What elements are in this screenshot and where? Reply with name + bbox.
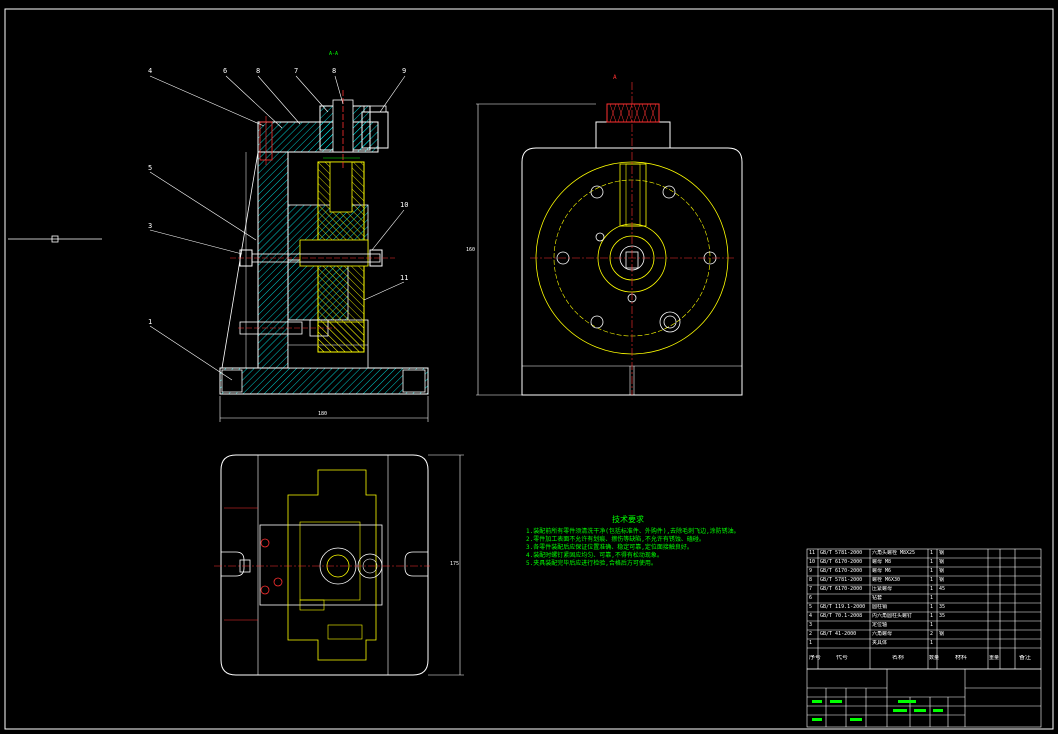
- callout-9: 9: [402, 67, 407, 75]
- front-section-view: [219, 90, 429, 422]
- dimension-front-width: 180: [318, 411, 328, 417]
- top-view: [214, 454, 464, 676]
- bom-name: 夹具体: [872, 640, 888, 646]
- bom-no: 1: [809, 640, 813, 646]
- callout-8a: 8: [256, 67, 261, 75]
- callout-leaders: [149, 75, 406, 381]
- bom-name: 六角头螺栓 M8X25: [872, 550, 916, 556]
- stray-marker: [8, 235, 102, 243]
- section-label-side: A: [613, 74, 617, 81]
- callout-4: 4: [148, 67, 153, 75]
- tech-line: 2.零件加工表面不允许有划痕、擦伤等缺陷,不允许有锈蚀、磕碰。: [526, 536, 705, 543]
- bom-qty: 2: [930, 631, 934, 637]
- bom-no: 4: [809, 613, 813, 619]
- tech-line: 4.装配时螺钉紧固应均匀、可靠,不得有松动现象。: [526, 552, 663, 559]
- bom-material: 35: [939, 613, 946, 619]
- bom-no: 10: [809, 559, 816, 565]
- bom-qty: 1: [930, 595, 934, 601]
- bom-no: 5: [809, 604, 813, 610]
- bom-code: GB/T 41-2000: [820, 631, 857, 637]
- tech-requirements-title: 技术要求: [612, 515, 644, 524]
- bom-material: 钢: [939, 577, 945, 583]
- bom-material: 钢: [939, 550, 945, 556]
- callout-5: 5: [148, 164, 153, 172]
- bom-qty: 1: [930, 550, 934, 556]
- section-label-front: A-A: [329, 51, 339, 57]
- side-view: [476, 82, 743, 396]
- bom-header-code: 代号: [836, 655, 849, 661]
- bom-no: 7: [809, 586, 813, 592]
- bom-code: GB/T 5781-2000: [820, 550, 863, 556]
- bom-code: GB/T 5781-2000: [820, 577, 863, 583]
- bom-qty: 1: [930, 622, 934, 628]
- bom-name: 内六角圆柱头螺钉: [872, 613, 913, 619]
- bom-code: GB/T 6170-2000: [820, 586, 863, 592]
- bom-qty: 1: [930, 559, 934, 565]
- bom-green-fills: [812, 700, 943, 721]
- tech-line: 3.各零件装配后应保证位置准确、稳定可靠,定位面接触良好。: [526, 544, 693, 551]
- bom-material: 45: [939, 586, 946, 592]
- bom-title-block-grid: [806, 548, 1042, 728]
- callout-10: 10: [400, 201, 409, 209]
- bom-header-material: 材料: [955, 655, 968, 661]
- bom-code: GB/T 70.1-2008: [820, 613, 863, 619]
- bom-no: 6: [809, 595, 813, 601]
- bom-no: 3: [809, 622, 813, 628]
- bom-qty: 1: [930, 640, 934, 646]
- callout-6: 6: [223, 67, 228, 75]
- bom-name: 六角螺母: [872, 631, 893, 637]
- bom-qty: 1: [930, 604, 934, 610]
- bom-material: 35: [939, 604, 946, 610]
- tech-line: 5.夹具装配完毕后应进行检验,合格后方可使用。: [526, 560, 657, 567]
- dimension-side-height: 160: [466, 247, 476, 253]
- bom-material: 钢: [939, 568, 945, 574]
- bom-header-no: 序号: [809, 655, 822, 661]
- bom-header-remark: 备注: [1019, 655, 1032, 661]
- bom-no: 9: [809, 568, 813, 574]
- bom-name: 钻套: [872, 595, 883, 601]
- callout-11: 11: [400, 274, 409, 282]
- bom-name: 螺母 M8: [872, 559, 892, 565]
- dimension-top-height: 175: [450, 561, 460, 567]
- bom-qty: 1: [930, 613, 934, 619]
- bom-qty: 1: [930, 586, 934, 592]
- callout-8b: 8: [332, 67, 337, 75]
- bom-no: 2: [809, 631, 813, 637]
- bom-qty: 1: [930, 568, 934, 574]
- bom-header-weight: 重量: [989, 655, 1000, 661]
- bom-name: 螺栓 M6X30: [872, 577, 901, 583]
- bom-no: 8: [809, 577, 813, 583]
- callout-3: 3: [148, 222, 153, 230]
- bom-header-qty: 数量: [929, 655, 940, 661]
- bom-header-name: 名称: [892, 655, 905, 661]
- bom-code: GB/T 119.1-2000: [820, 604, 866, 610]
- bom-name: 圆柱销: [872, 604, 888, 610]
- bom-name: 压紧螺母: [872, 586, 893, 592]
- bom-material: 钢: [939, 631, 945, 637]
- callout-1: 1: [148, 318, 153, 326]
- bom-name: 螺母 M6: [872, 568, 892, 574]
- bom-qty: 1: [930, 577, 934, 583]
- callout-7: 7: [294, 67, 299, 75]
- tech-line: 1.装配前所有零件须清洗干净(包括标准件、外购件),去除毛刺飞边,涂防锈油。: [526, 528, 740, 535]
- bom-material: 钢: [939, 559, 945, 565]
- bom-code: GB/T 6170-2000: [820, 559, 863, 565]
- bom-code: GB/T 6170-2000: [820, 568, 863, 574]
- bom-no: 11: [809, 550, 816, 556]
- drawing-frame: [4, 8, 1054, 730]
- bom-name: 定位轴: [872, 622, 888, 628]
